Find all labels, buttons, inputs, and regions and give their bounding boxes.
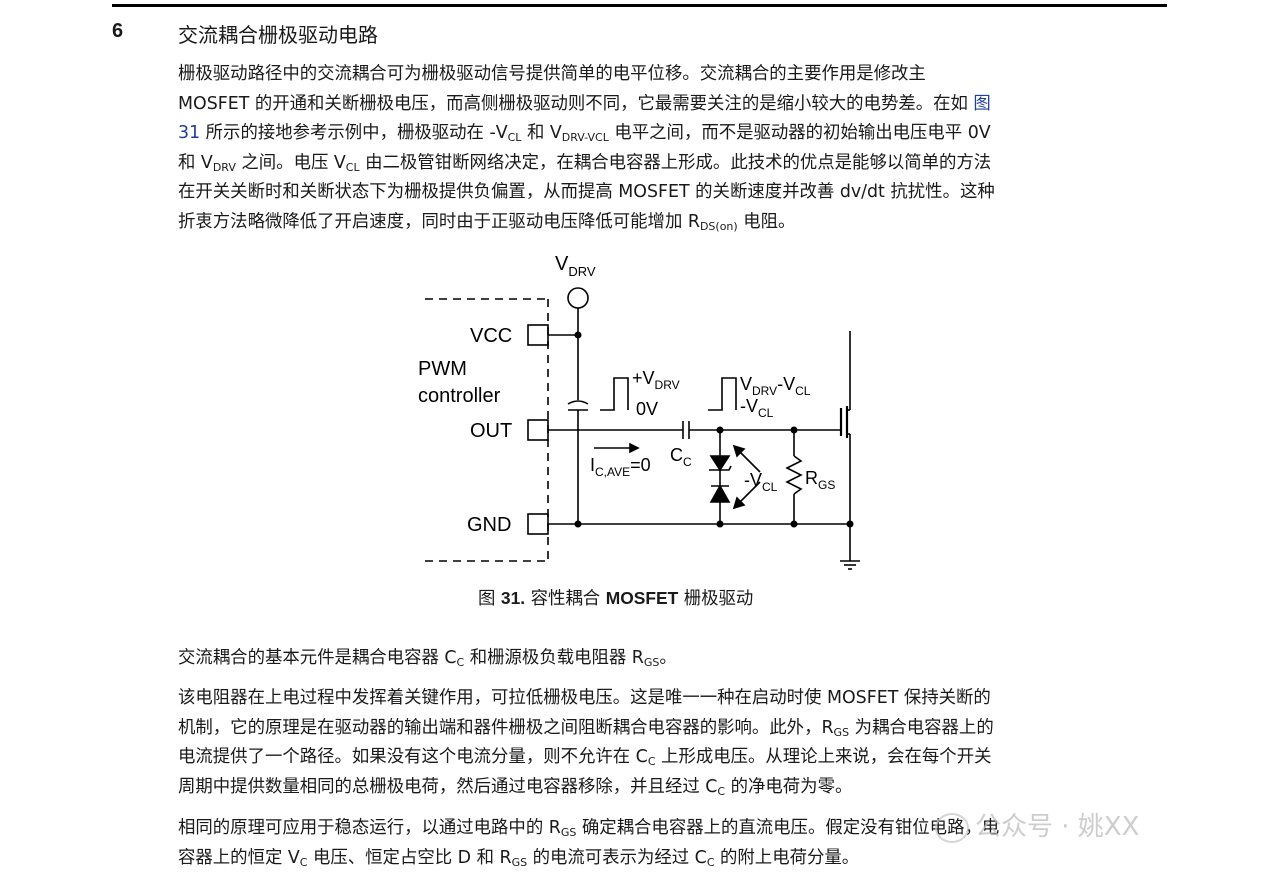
clamp-diode [709,484,731,503]
intro-line-3: 31 所示的接地参考示例中，栅极驱动在 -VCL 和 VDRV-VCL 电平之间… [178,123,991,144]
ic-ave-label: IC,AVE=0 [590,455,651,479]
watermark: 公众号 · 姚XX [935,806,1139,843]
paragraph-3: 该电阻器在上电过程中发挥着关键作用，可拉低栅极电压。这是唯一一种在启动时使 MO… [178,688,994,798]
wechat-icon [935,812,969,843]
intro-paragraph: 栅极驱动路径中的交流耦合可为栅极驱动信号提供简单的电平位移。交流耦合的主要作用是… [178,60,1168,237]
figure-caption: 图 31. 容性耦合 MOSFET 栅极驱动 [478,588,754,609]
section-number: 6 [112,20,124,42]
vdrv-terminal [567,287,589,309]
out-pin [527,419,549,441]
paragraph-4: 相同的原理可应用于稳态运行，以通过电路中的 RGS 确定耦合电容器上的直流电压。… [178,818,1000,869]
zener-diode [709,455,731,472]
rgs-resistor [785,455,803,495]
cc-label: CC [670,445,692,469]
intro-line-1: 栅极驱动路径中的交流耦合可为栅极驱动信号提供简单的电平位移。交流耦合的主要作用是… [178,64,926,84]
gnd-label: GND [467,514,511,536]
circuit-diagram: VDRV VCC PWM controller OUT GND +VDRV 0V… [418,253,860,570]
figure-number-link[interactable]: 31 [178,123,201,143]
rgs-label: RGS [805,468,835,492]
current-arrow [629,442,640,454]
section-title: 交流耦合栅极驱动电路 [178,23,378,47]
vdrv-label: VDRV [555,253,596,279]
intro-line-6: 折衷方法略微降低了开启速度，同时由于正驱动电压降低可能增加 RDS(on) 电阻… [178,211,796,233]
paragraph-2: 交流耦合的基本元件是耦合电容器 CC 和栅源极负载电阻器 RGS。 [178,648,677,669]
intro-line-2: MOSFET 的开通和关断栅极电压，而高侧栅极驱动则不同，它最需要关注的是缩小较… [178,93,991,114]
vcc-pin [527,324,549,346]
intro-line-4: 和 VDRV 之间。电压 VCL 由二极管钳断网络决定，在耦合电容器上形成。此技… [178,152,992,174]
out-label: OUT [470,420,512,442]
top-rule [112,4,1167,7]
zero-v-label: 0V [636,399,658,419]
neg-vcl-label: -VCL [744,470,778,494]
shifted-pulse-high-label: VDRV-VCL [740,374,811,398]
intro-line-5: 在开关关断时和关断状态下为栅极提供负偏置，从而提高 MOSFET 的关断速度并改… [178,182,995,202]
gnd-pin [527,513,549,535]
shifted-pulse-low-label: -VCL [740,396,774,420]
pwm-label: PWM [418,358,467,380]
controller-label: controller [418,385,501,407]
decoupling-capacitor [567,400,589,405]
positive-pulse-label: +VDRV [632,368,680,392]
vcc-label: VCC [470,325,512,347]
figure-link[interactable]: 图 [973,93,991,114]
